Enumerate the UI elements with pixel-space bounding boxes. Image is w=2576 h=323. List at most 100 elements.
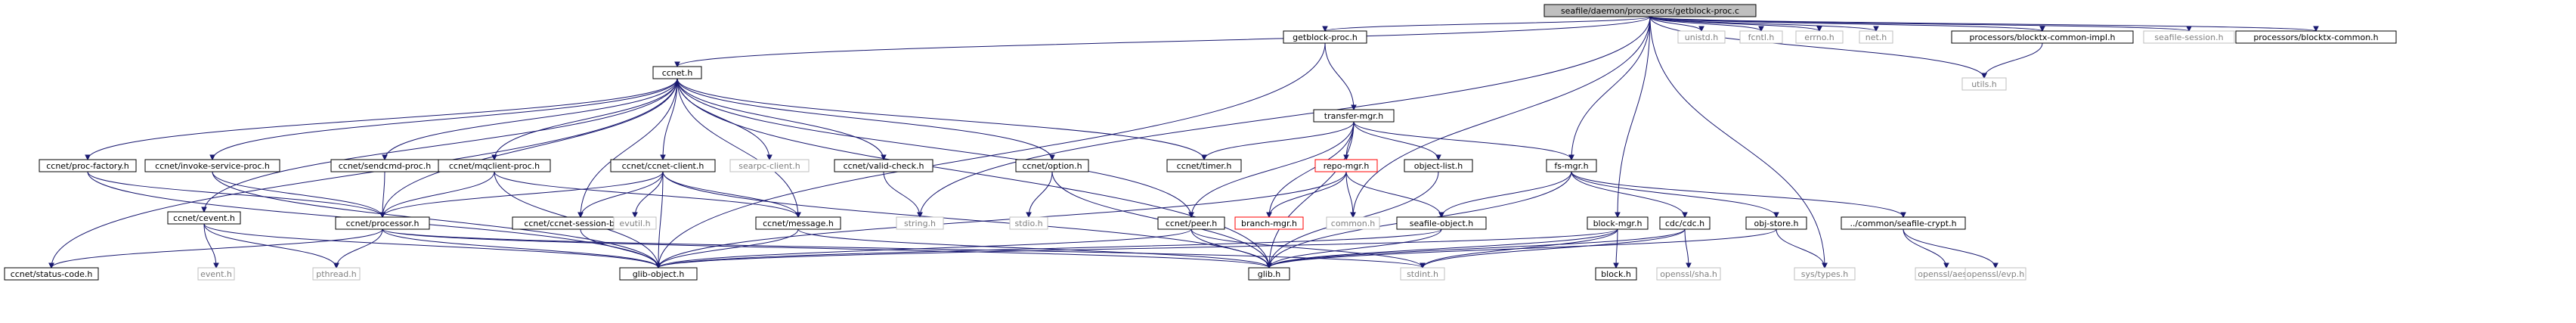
node-proc-factory[interactable]: ccnet/proc-factory.h [39, 159, 137, 172]
edge-processor-pthread [333, 228, 383, 269]
node-label: ccnet/status-code.h [11, 269, 93, 279]
node-label: sys/types.h [1801, 269, 1848, 279]
edge-transfer_mgr-fs_mgr [1353, 121, 1574, 161]
node-label: obj-store.h [1754, 219, 1798, 228]
node-glib[interactable]: glib.h [1248, 267, 1290, 281]
edge-mqclient-message [494, 171, 801, 219]
node-label: repo-mgr.h [1324, 161, 1370, 171]
node-branch-mgr[interactable]: branch-mgr.h [1234, 216, 1304, 230]
node-blocktx-impl[interactable]: processors/blocktx-common-impl.h [1951, 30, 2134, 44]
edge-transfer_mgr-object_list [1353, 121, 1441, 161]
node-sendcmd[interactable]: ccnet/sendcmd-proc.h [330, 159, 439, 172]
node-blocktx-common[interactable]: processors/blocktx-common.h [2235, 30, 2397, 44]
node-stdio: stdio.h [1009, 216, 1048, 230]
node-ccnet[interactable]: ccnet.h [652, 66, 702, 79]
node-block-mgr[interactable]: block-mgr.h [1587, 216, 1649, 230]
edge-ccnet-peer [677, 78, 1194, 219]
edge-root-errno [1649, 16, 1822, 33]
node-label: ccnet/message.h [763, 219, 834, 228]
node-status-code[interactable]: ccnet/status-code.h [4, 267, 99, 281]
edge-mqclient-processor [379, 171, 495, 219]
node-cevent[interactable]: ccnet/cevent.h [167, 211, 241, 225]
node-unistd: unistd.h [1677, 30, 1726, 44]
edge-block_mgr-glib_object [655, 228, 1618, 269]
node-label: net.h [1865, 33, 1887, 42]
edge-root-common [1350, 16, 1651, 219]
node-label: utils.h [1971, 79, 1997, 89]
edge-cevent-pthread [203, 223, 339, 269]
node-label: processors/blocktx-common.h [2253, 33, 2378, 42]
node-option[interactable]: ccnet/option.h [1015, 159, 1089, 172]
node-label: evutil.h [619, 219, 650, 228]
edge-ccnet-valid_check [677, 78, 887, 161]
edge-ccnet-option [677, 78, 1055, 161]
node-label: object-list.h [1414, 161, 1463, 171]
node-label: fs-mgr.h [1554, 161, 1588, 171]
node-label: errno.h [1804, 33, 1834, 42]
node-label: unistd.h [1685, 33, 1719, 42]
node-label: ccnet/option.h [1022, 161, 1082, 171]
node-label: seafile/daemon/processors/getblock-proc.… [1561, 6, 1739, 16]
edge-root-blocktx_impl [1649, 16, 2045, 33]
node-label: fcntl.h [1748, 33, 1775, 42]
node-processor[interactable]: ccnet/processor.h [335, 216, 430, 230]
edge-fs_mgr-cdc [1571, 171, 1688, 219]
node-label: ccnet/peer.h [1166, 219, 1217, 228]
node-cdc[interactable]: cdc/cdc.h [1659, 216, 1711, 230]
edge-block_mgr-block [1613, 228, 1619, 269]
edge-ccnet-ccnet_client [660, 78, 678, 161]
node-invoke-proc[interactable]: ccnet/invoke-service-proc.h [144, 159, 280, 172]
node-label: event.h [200, 269, 232, 279]
node-valid-check[interactable]: ccnet/valid-check.h [834, 159, 933, 172]
node-label: block.h [1601, 269, 1631, 279]
node-label: transfer-mgr.h [1324, 111, 1383, 121]
node-label: ccnet/invoke-service-proc.h [155, 161, 270, 171]
node-label: openssl/sha.h [1660, 269, 1717, 279]
edge-ccnet_client-evutil [632, 171, 664, 219]
edge-obj_store-sys_types [1776, 228, 1828, 269]
edge-cevent-glib_object [203, 223, 661, 269]
node-label: ccnet/proc-factory.h [46, 161, 129, 171]
node-evutil: evutil.h [613, 216, 657, 230]
edge-cdc-glib [1266, 228, 1686, 269]
node-label: ccnet/processor.h [346, 219, 420, 228]
node-label: block-mgr.h [1593, 219, 1643, 228]
node-fs-mgr[interactable]: fs-mgr.h [1546, 159, 1597, 172]
edge-getblock_h-transfer_mgr [1324, 42, 1357, 111]
node-ccnet-timer[interactable]: ccnet/timer.h [1166, 159, 1242, 172]
edge-cdc-stdint [1420, 228, 1686, 269]
node-common: common.h [1326, 216, 1380, 230]
node-block[interactable]: block.h [1595, 267, 1637, 281]
node-fcntl: fcntl.h [1739, 30, 1783, 44]
node-label: ccnet/sendcmd-proc.h [339, 161, 432, 171]
node-label: openssl/evp.h [1967, 269, 2024, 279]
edge-ccnet_client-processor [379, 171, 664, 219]
node-glib-object[interactable]: glib-object.h [619, 267, 698, 281]
node-getblock-h[interactable]: getblock-proc.h [1283, 30, 1367, 44]
node-label: processors/blocktx-common-impl.h [1969, 33, 2115, 42]
edge-valid_check-string [883, 171, 923, 219]
node-repo-mgr[interactable]: repo-mgr.h [1314, 159, 1378, 172]
node-mqclient[interactable]: ccnet/mqclient-proc.h [438, 159, 551, 172]
edge-processor-status_code [48, 228, 383, 269]
node-crypt[interactable]: ../common/seafile-crypt.h [1841, 216, 1966, 230]
node-string: string.h [896, 216, 944, 230]
node-label: ccnet/cevent.h [173, 213, 235, 223]
node-transfer-mgr[interactable]: transfer-mgr.h [1313, 109, 1395, 123]
node-object-list[interactable]: object-list.h [1404, 159, 1473, 172]
edge-proc_factory-processor [87, 171, 385, 219]
node-obj-store[interactable]: obj-store.h [1745, 216, 1807, 230]
node-label: string.h [904, 219, 936, 228]
node-seafile-object[interactable]: seafile-object.h [1396, 216, 1487, 230]
node-label: ccnet.h [662, 68, 693, 78]
node-ccnet-client[interactable]: ccnet/ccnet-client.h [610, 159, 716, 172]
node-message[interactable]: ccnet/message.h [755, 216, 841, 230]
node-label: ccnet/timer.h [1177, 161, 1232, 171]
node-peer[interactable]: ccnet/peer.h [1157, 216, 1225, 230]
edge-ccnet-processor [379, 78, 678, 219]
edge-ccnet-status_code [48, 78, 678, 269]
edge-ccnet-sendcmd [382, 78, 678, 161]
node-label: openssl/aes.h [1918, 269, 1974, 279]
node-stdint: stdint.h [1400, 267, 1445, 281]
